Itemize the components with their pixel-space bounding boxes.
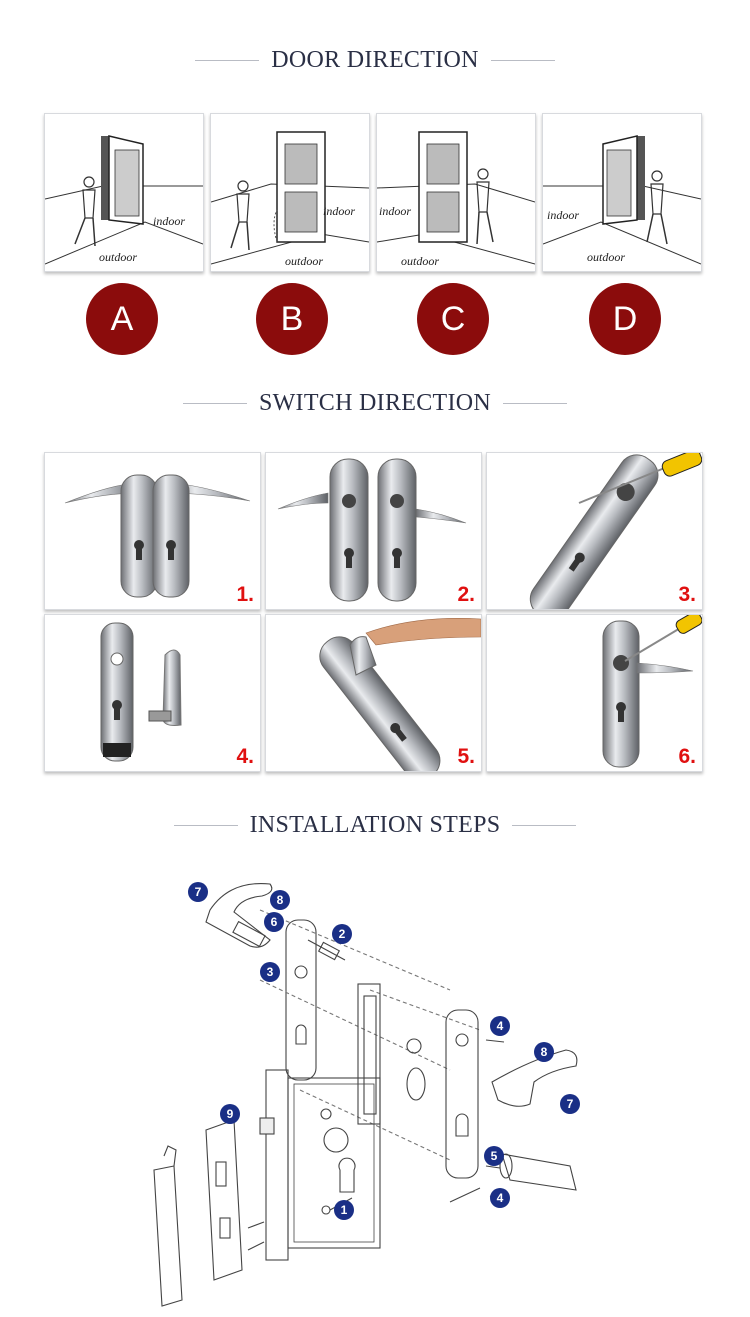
callout-8-right: 8 <box>534 1042 554 1062</box>
door-label-outdoor: outdoor <box>587 250 626 264</box>
svg-text:6: 6 <box>271 915 278 929</box>
door-illustration-c <box>377 131 535 265</box>
door-direction-heading: DOOR DIRECTION <box>0 40 750 80</box>
door-panel-c: indoor outdoor <box>376 113 536 272</box>
callout-5: 5 <box>484 1146 504 1166</box>
handle-insert-illustration <box>319 617 481 771</box>
switch-direction-title: SWITCH DIRECTION <box>258 389 492 416</box>
svg-text:2: 2 <box>339 927 346 941</box>
door-label-indoor: indoor <box>153 214 186 228</box>
door-label-outdoor: outdoor <box>401 254 440 268</box>
badge-d: D <box>589 283 661 355</box>
handle-secured-illustration <box>602 615 702 768</box>
switch-step-1: 1. <box>44 452 261 610</box>
title-rule-left <box>182 402 247 404</box>
step-number: 3. <box>678 583 696 606</box>
svg-text:7: 7 <box>195 885 202 899</box>
svg-text:7: 7 <box>567 1097 574 1111</box>
svg-text:4: 4 <box>497 1019 504 1033</box>
badge-b: B <box>256 283 328 355</box>
callout-8-top: 8 <box>270 890 290 910</box>
svg-text:4: 4 <box>497 1191 504 1205</box>
door-illustration-a <box>45 135 203 265</box>
title-rule-right <box>503 402 568 404</box>
callout-4-right-bottom: 4 <box>490 1188 510 1208</box>
screwdriver-illustration <box>529 453 702 609</box>
switch-step-5: 5. <box>265 614 482 772</box>
switch-step-2: 2. <box>265 452 482 610</box>
callout-4-right-top: 4 <box>490 1016 510 1036</box>
callout-markers: 7 8 6 2 3 4 8 7 9 5 4 1 <box>188 882 580 1220</box>
callout-3: 3 <box>260 962 280 982</box>
door-label-indoor: indoor <box>323 204 356 218</box>
door-label-indoor: indoor <box>379 204 412 218</box>
switch-step-6: 6. <box>486 614 703 772</box>
svg-text:1: 1 <box>341 1203 348 1217</box>
svg-text:8: 8 <box>277 893 284 907</box>
badge-c: C <box>417 283 489 355</box>
switch-step-3: 3. <box>486 452 703 610</box>
handle-removed-illustration <box>100 622 182 762</box>
switch-step-4: 4. <box>44 614 261 772</box>
title-rule-right <box>512 824 577 826</box>
door-panel-d: indoor outdoor <box>542 113 702 272</box>
door-label-outdoor: outdoor <box>285 254 324 268</box>
door-panel-b: indoor outdoor <box>210 113 370 272</box>
callout-7-right: 7 <box>560 1094 580 1114</box>
installation-steps-heading: INSTALLATION STEPS <box>0 805 750 845</box>
badge-a: A <box>86 283 158 355</box>
door-illustration-d <box>543 135 701 265</box>
installation-steps-title: INSTALLATION STEPS <box>249 811 501 838</box>
step-number: 2. <box>457 583 475 606</box>
step-number: 5. <box>457 745 475 768</box>
step-number: 1. <box>236 583 254 606</box>
callout-1: 1 <box>334 1200 354 1220</box>
door-label-indoor: indoor <box>547 208 580 222</box>
svg-text:8: 8 <box>541 1045 548 1059</box>
handle-pair-illustration <box>64 474 251 598</box>
callout-7-top: 7 <box>188 882 208 902</box>
step-number: 4. <box>236 745 254 768</box>
plates-illustration <box>277 458 467 602</box>
door-panel-a: indoor outdoor <box>44 113 204 272</box>
callout-6: 6 <box>264 912 284 932</box>
door-label-outdoor: outdoor <box>99 250 138 264</box>
title-rule-right <box>490 59 555 61</box>
callout-2: 2 <box>332 924 352 944</box>
door-illustration-b <box>211 131 369 265</box>
svg-text:9: 9 <box>227 1107 234 1121</box>
svg-text:5: 5 <box>491 1149 498 1163</box>
callout-9: 9 <box>220 1104 240 1124</box>
title-rule-left <box>173 824 238 826</box>
switch-direction-heading: SWITCH DIRECTION <box>0 383 750 423</box>
door-direction-title: DOOR DIRECTION <box>271 46 479 73</box>
exploded-lock-diagram: 7 8 6 2 3 4 8 7 9 5 4 1 <box>153 882 580 1307</box>
title-rule-left <box>195 59 260 61</box>
step-number: 6. <box>678 745 696 768</box>
svg-text:3: 3 <box>267 965 274 979</box>
